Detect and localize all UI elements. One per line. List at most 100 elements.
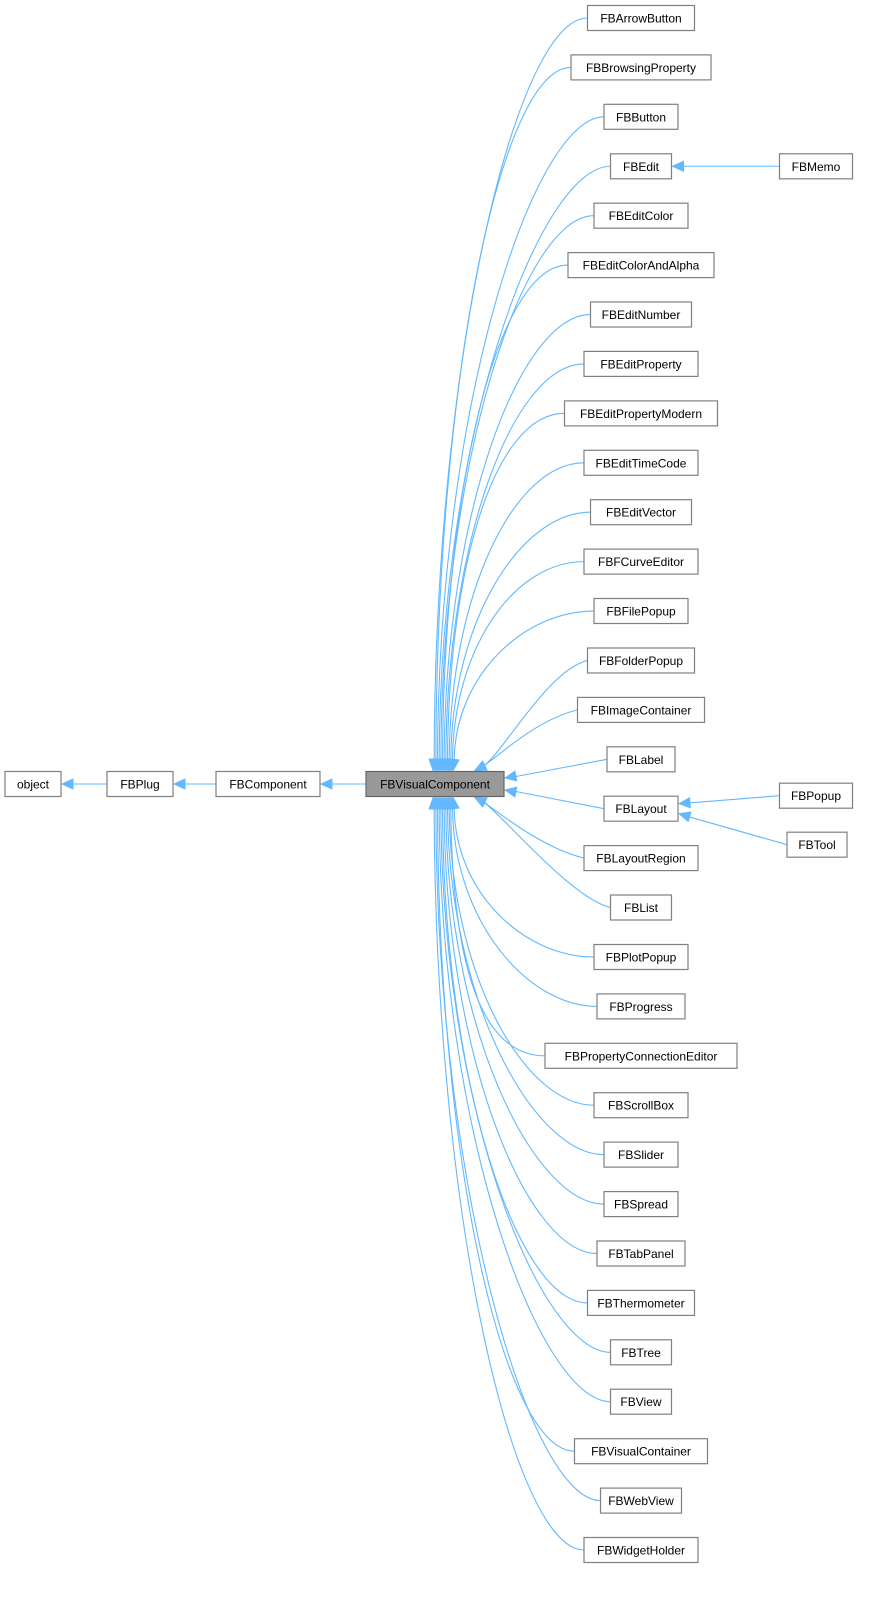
- class-node-fbvisual-component[interactable]: FBVisualComponent: [365, 770, 505, 798]
- class-node-fbarrow-button[interactable]: FBArrowButton: [586, 4, 696, 32]
- class-box: [778, 153, 854, 180]
- class-node-fbedit[interactable]: FBEdit: [609, 153, 673, 180]
- class-label: FBScrollBox: [608, 1099, 674, 1113]
- class-node-fbtab-panel[interactable]: FBTabPanel: [596, 1240, 686, 1267]
- class-label: FBPlotPopup: [606, 950, 677, 964]
- inheritance-edge: [441, 264, 569, 761]
- class-node-fbimage-container[interactable]: FBImageContainer: [576, 696, 706, 724]
- inheritance-edge: [438, 165, 611, 761]
- class-node-fbproperty-connection-editor[interactable]: FBPropertyConnectionEditor: [544, 1042, 738, 1069]
- class-node-fbbrowsing-property[interactable]: FBBrowsingProperty: [570, 54, 712, 81]
- arrowhead-icon: [677, 811, 692, 823]
- class-node-fbslider[interactable]: FBSlider: [603, 1141, 679, 1168]
- inheritance-edge: [448, 807, 595, 1106]
- class-label: FBFolderPopup: [599, 654, 683, 668]
- inheritance-edge: [451, 807, 598, 1007]
- arrowhead-icon: [448, 758, 460, 772]
- class-box: [586, 1289, 696, 1317]
- class-node-fbspread[interactable]: FBSpread: [603, 1190, 679, 1218]
- class-label: FBEdit: [623, 160, 660, 174]
- arrowhead-icon: [503, 770, 518, 782]
- inheritance-edge: [443, 807, 598, 1255]
- class-box: [106, 770, 174, 798]
- class-label: FBList: [624, 901, 659, 915]
- class-box: [583, 449, 699, 476]
- class-label: FBEditColorAndAlpha: [583, 259, 700, 273]
- class-node-fblayout-region[interactable]: FBLayoutRegion: [583, 844, 699, 872]
- inheritance-edge: [450, 511, 591, 761]
- class-node-fbwidget-holder[interactable]: FBWidgetHolder: [583, 1536, 699, 1564]
- inheritance-edge: [513, 758, 608, 778]
- class-node-fbtree[interactable]: FBTree: [609, 1339, 673, 1366]
- class-box: [786, 831, 848, 858]
- class-box: [365, 770, 505, 798]
- class-box: [603, 1190, 679, 1218]
- class-label: FBWebView: [608, 1494, 674, 1508]
- class-node-fbmemo[interactable]: FBMemo: [778, 153, 854, 180]
- class-box: [593, 202, 689, 229]
- class-node-fbtool[interactable]: FBTool: [786, 831, 848, 858]
- class-node-fblayout[interactable]: FBLayout: [603, 795, 679, 822]
- class-node-fbthermometer[interactable]: FBThermometer: [586, 1289, 696, 1317]
- inheritance-edge: [436, 807, 575, 1452]
- class-box: [593, 943, 689, 971]
- class-node-fblabel[interactable]: FBLabel: [606, 746, 676, 773]
- class-box: [609, 1388, 673, 1415]
- class-label: FBTree: [621, 1346, 661, 1360]
- inheritance-edge: [688, 795, 780, 804]
- class-node-fbedit-vector[interactable]: FBEditVector: [589, 499, 693, 526]
- class-node-fbpopup[interactable]: FBPopup: [778, 782, 854, 809]
- class-node-fbedit-color[interactable]: FBEditColor: [593, 202, 689, 229]
- nodes-layer: object FBPlug FBComponent FBVisualComponent…: [4, 4, 854, 1564]
- class-label: FBEditColor: [609, 209, 674, 223]
- class-node-fbview[interactable]: FBView: [609, 1388, 673, 1415]
- inheritance-edge: [433, 807, 585, 1551]
- inheritance-edge: [448, 462, 585, 761]
- class-label: FBLayout: [615, 802, 667, 816]
- arrowhead-icon: [671, 160, 684, 173]
- class-box: [589, 301, 693, 328]
- class-node-fblist[interactable]: FBList: [609, 894, 673, 921]
- class-box: [583, 844, 699, 872]
- class-node-fbscroll-box[interactable]: FBScrollBox: [593, 1092, 689, 1119]
- class-node-fbfcurve-editor[interactable]: FBFCurveEditor: [583, 548, 699, 575]
- arrowhead-icon: [60, 778, 74, 790]
- class-node-fbedit-number[interactable]: FBEditNumber: [589, 301, 693, 328]
- inheritance-edge: [482, 801, 611, 909]
- class-label: FBPropertyConnectionEditor: [565, 1049, 718, 1063]
- class-node-fbweb-view[interactable]: FBWebView: [599, 1487, 683, 1514]
- class-node-fbplug[interactable]: FBPlug: [106, 770, 174, 798]
- class-label: FBMemo: [792, 160, 841, 174]
- arrowhead-icon: [319, 778, 333, 790]
- class-node-fbfolder-popup[interactable]: FBFolderPopup: [586, 647, 696, 674]
- class-box: [573, 1438, 709, 1465]
- class-node-fbbutton[interactable]: FBButton: [603, 103, 679, 130]
- inheritance-edge: [445, 363, 585, 761]
- class-node-fbedit-property[interactable]: FBEditProperty: [583, 350, 699, 377]
- class-box: [609, 1339, 673, 1366]
- class-node-fbprogress[interactable]: FBProgress: [596, 993, 686, 1020]
- inheritance-edge: [482, 709, 578, 767]
- class-box: [215, 770, 321, 798]
- inheritance-edge: [453, 807, 595, 958]
- class-node-fbedit-color-and-alpha[interactable]: FBEditColorAndAlpha: [567, 252, 715, 279]
- class-node-object[interactable]: object: [4, 770, 62, 798]
- class-box: [593, 1092, 689, 1119]
- class-node-fbedit-property-modern[interactable]: FBEditPropertyModern: [563, 400, 719, 427]
- class-node-fbvisual-container[interactable]: FBVisualContainer: [573, 1438, 709, 1465]
- class-label: FBBrowsingProperty: [586, 61, 696, 75]
- class-node-fbedit-time-code[interactable]: FBEditTimeCode: [583, 449, 699, 476]
- class-box: [589, 499, 693, 526]
- class-label: FBVisualComponent: [380, 778, 491, 792]
- class-node-fbplot-popup[interactable]: FBPlotPopup: [593, 943, 689, 971]
- inheritance-edge: [435, 807, 601, 1502]
- inheritance-edge: [688, 816, 788, 846]
- class-node-fbfile-popup[interactable]: FBFilePopup: [593, 597, 689, 625]
- class-box: [583, 1536, 699, 1564]
- class-label: FBEditTimeCode: [596, 456, 687, 470]
- class-label: FBPlug: [120, 778, 159, 792]
- inheritance-edge: [435, 66, 572, 761]
- class-label: FBView: [620, 1395, 661, 1409]
- class-node-fbcomponent[interactable]: FBComponent: [215, 770, 321, 798]
- class-label: FBFCurveEditor: [598, 555, 684, 569]
